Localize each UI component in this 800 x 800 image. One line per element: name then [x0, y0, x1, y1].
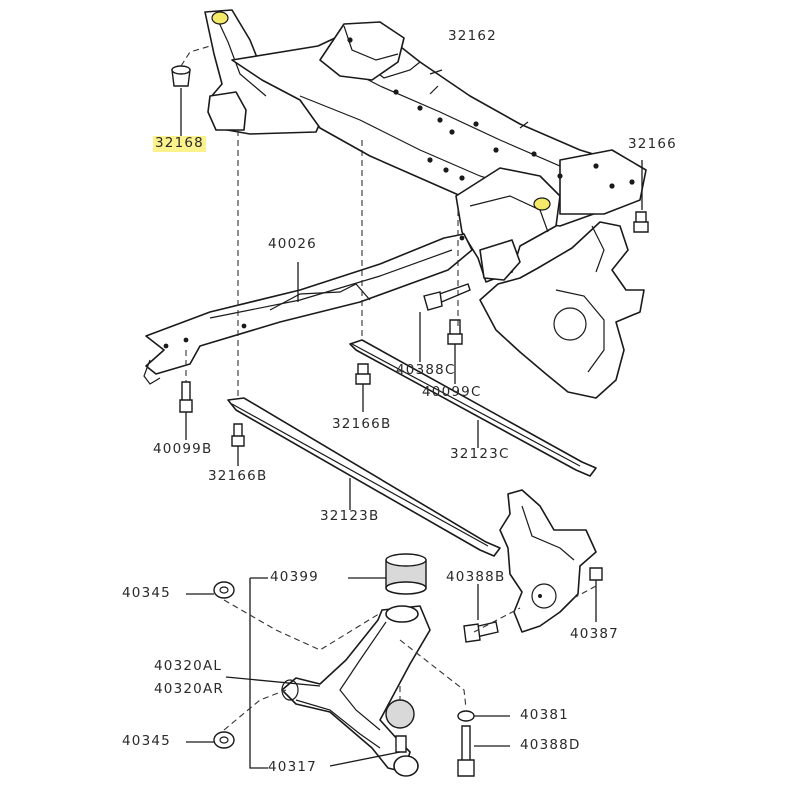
label-40345-bottom: 40345 — [122, 733, 171, 749]
crossmember-drawing — [204, 9, 647, 283]
brace-32123B-drawing — [227, 397, 501, 557]
label-40388B: 40388B — [446, 569, 506, 585]
label-32166: 32166 — [628, 136, 677, 152]
brace-32123C-drawing — [349, 339, 597, 477]
label-32123B: 32123B — [320, 508, 380, 524]
label-32166B-left: 32166B — [208, 468, 268, 484]
label-32162: 32162 — [448, 28, 497, 44]
steering-knuckle-drawing — [479, 221, 645, 399]
alignment-lines — [185, 130, 597, 731]
label-40099B: 40099B — [153, 441, 213, 457]
label-40320AR: 40320AR — [154, 681, 224, 697]
washers-40345-drawing — [186, 581, 235, 749]
label-40345-top: 40345 — [122, 585, 171, 601]
member-40026-drawing — [143, 233, 473, 385]
fasteners-drawing — [179, 160, 649, 777]
label-40388C: 40388C — [396, 362, 456, 378]
bushing-40399-drawing — [348, 553, 427, 595]
label-40388D: 40388D — [520, 737, 581, 753]
label-40399: 40399 — [270, 569, 319, 585]
bushing-32168-drawing — [171, 45, 211, 136]
label-32166B-middle: 32166B — [332, 416, 392, 432]
label-40381: 40381 — [520, 707, 569, 723]
label-32168: 32168 — [153, 135, 206, 152]
label-40317: 40317 — [268, 759, 317, 775]
label-40387: 40387 — [570, 626, 619, 642]
label-32123C: 32123C — [450, 446, 510, 462]
lower-arm-40320-drawing — [281, 605, 431, 773]
callout-brackets — [225, 577, 321, 769]
lower-knuckle-drawing — [499, 489, 597, 633]
label-40026: 40026 — [268, 236, 317, 252]
label-40320AL: 40320AL — [154, 658, 223, 674]
label-40099C: 40099C — [422, 384, 482, 400]
